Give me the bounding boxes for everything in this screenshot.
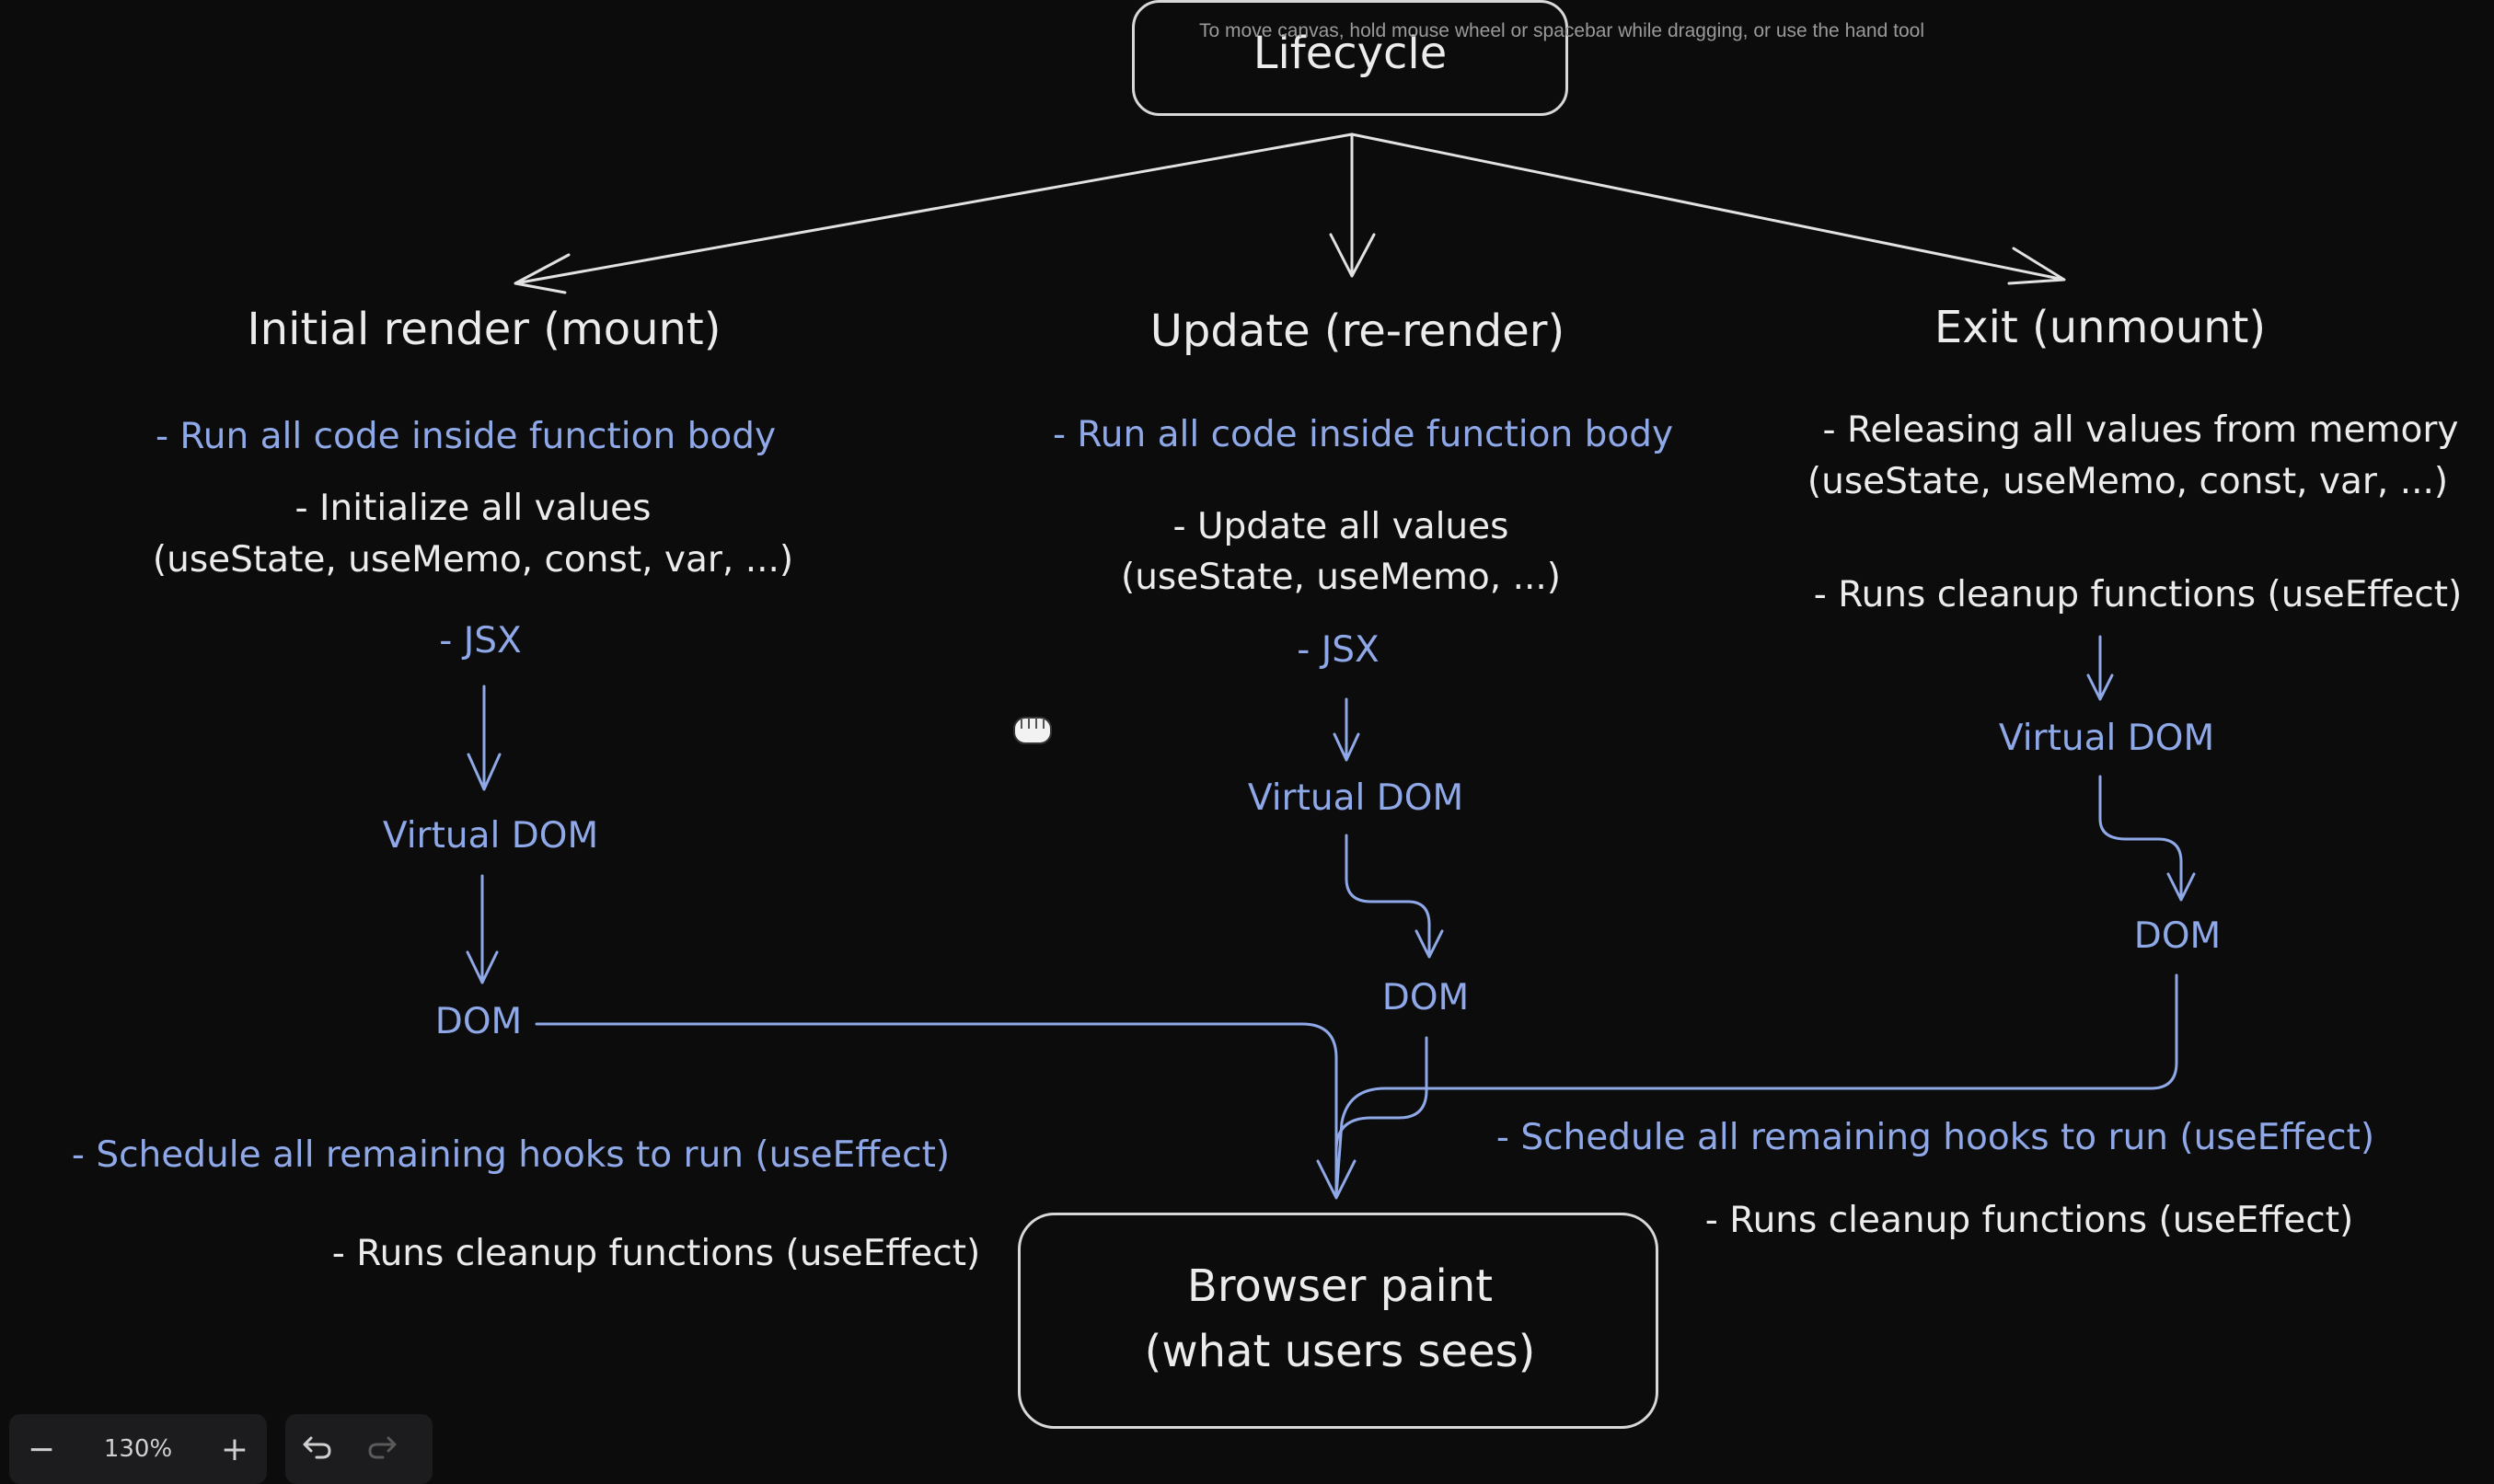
redo-icon: [368, 1436, 397, 1458]
mount-jsx: - JSX: [439, 620, 522, 661]
unmount-title: Exit (unmount): [1934, 302, 2267, 353]
arrow-to-update: [1329, 132, 1376, 278]
arrow-to-mount: [514, 132, 1354, 294]
browser-paint-line2: (what users sees): [1144, 1326, 1536, 1377]
mount-dom: DOM: [434, 1001, 523, 1042]
arrow-vdom-to-dom-unmount: [2098, 775, 2196, 902]
zoom-toolbar: − 130% +: [9, 1414, 267, 1484]
line-dom-mount-to-paint: [535, 1022, 1338, 1198]
browser-paint-line1: Browser paint: [1186, 1260, 1494, 1312]
arrow-cleanup-to-vdom-unmount: [2086, 635, 2114, 701]
mount-title: Initial render (mount): [247, 304, 722, 355]
canvas-hint: To move canvas, hold mouse wheel or spac…: [1199, 20, 1924, 41]
undo-button[interactable]: [285, 1431, 350, 1468]
mount-virtual-dom: Virtual DOM: [382, 815, 599, 857]
lifecycle-box: [1132, 0, 1568, 116]
zoom-level[interactable]: 130%: [103, 1435, 173, 1463]
mount-cleanup: - Runs cleanup functions (useEffect): [331, 1233, 981, 1274]
unmount-dom: DOM: [2133, 915, 2222, 957]
mount-init-values-1: - Initialize all values: [294, 488, 652, 529]
hand-cursor-icon: [1013, 717, 1052, 744]
arrow-to-unmount: [1350, 132, 2066, 285]
unmount-release-2: (useState, useMemo, const, var, ...): [1807, 461, 2449, 502]
mount-init-values-2: (useState, useMemo, const, var, ...): [152, 539, 794, 581]
update-title: Update (re-render): [1149, 305, 1565, 357]
browser-paint-box: [1018, 1213, 1658, 1429]
update-run-code: - Run all code inside function body: [1052, 414, 1674, 455]
arrow-jsx-to-vdom-mount: [467, 684, 502, 791]
redo-button[interactable]: [350, 1431, 414, 1468]
unmount-cleanup: - Runs cleanup functions (useEffect): [1813, 574, 2463, 615]
arrow-paint-head: [1316, 1159, 1357, 1200]
update-jsx: - JSX: [1297, 629, 1380, 671]
plus-icon: +: [220, 1430, 249, 1468]
lifecycle-title: Lifecycle: [1253, 28, 1448, 79]
update-virtual-dom: Virtual DOM: [1247, 777, 1464, 819]
update-values-1: - Update all values: [1172, 506, 1509, 547]
history-toolbar: [285, 1414, 433, 1484]
mount-run-code: - Run all code inside function body: [155, 416, 777, 457]
update-schedule-hooks: - Schedule all remaining hooks to run (u…: [1495, 1117, 2375, 1158]
zoom-out-button[interactable]: −: [9, 1431, 74, 1468]
zoom-in-button[interactable]: +: [202, 1431, 267, 1468]
arrow-jsx-to-vdom-update: [1333, 697, 1360, 762]
arrow-vdom-to-dom-mount: [466, 874, 499, 984]
line-dom-unmount-to-paint: [1334, 973, 2178, 1198]
update-dom: DOM: [1381, 977, 1470, 1018]
mount-schedule-hooks: - Schedule all remaining hooks to run (u…: [71, 1134, 951, 1176]
unmount-release-1: - Releasing all values from memory: [1822, 409, 2459, 451]
update-values-2: (useState, useMemo, ...): [1121, 557, 1561, 598]
line-dom-update-to-paint: [1334, 1036, 1428, 1198]
update-cleanup: - Runs cleanup functions (useEffect): [1704, 1200, 2354, 1241]
minus-icon: −: [27, 1430, 56, 1468]
unmount-virtual-dom: Virtual DOM: [1998, 718, 2215, 759]
undo-icon: [303, 1436, 331, 1458]
arrow-vdom-to-dom-update: [1345, 834, 1444, 959]
